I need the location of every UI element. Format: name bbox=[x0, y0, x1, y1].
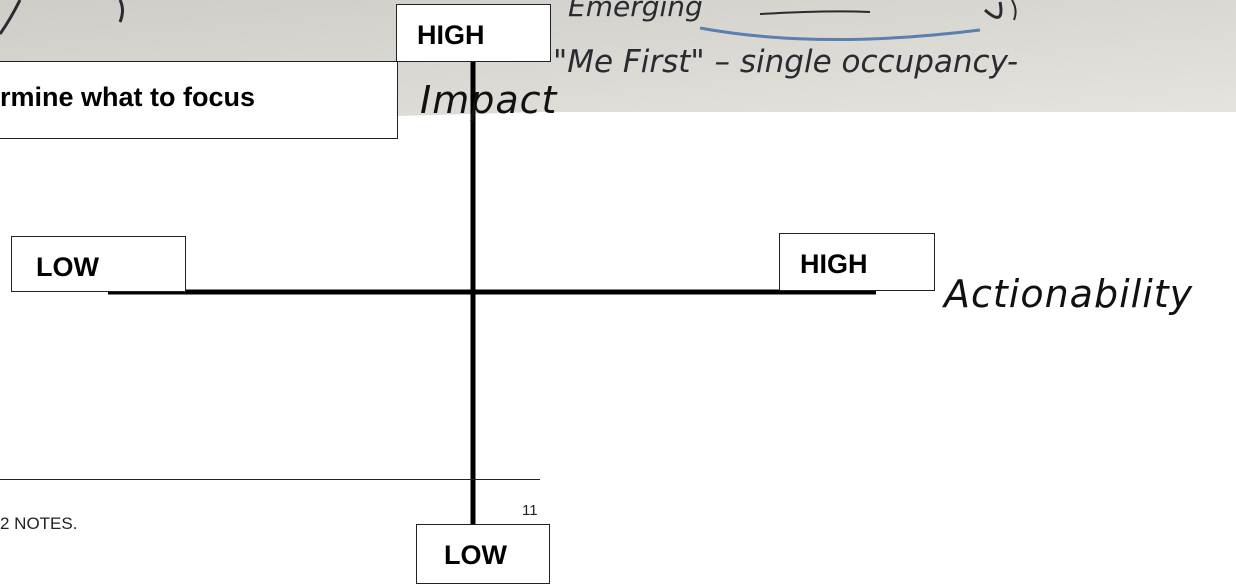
blue-marker-stroke bbox=[699, 26, 981, 42]
impact-high-label: HIGH bbox=[396, 4, 551, 62]
actionability-low-text: LOW bbox=[36, 252, 99, 282]
page-number: 11 bbox=[522, 502, 538, 519]
actionability-high-label: HIGH bbox=[779, 233, 935, 291]
handwriting-line-2: "Me First" – single occupancy- bbox=[553, 44, 1018, 80]
actionability-low-label: LOW bbox=[11, 236, 186, 292]
actionability-high-text: HIGH bbox=[800, 249, 868, 279]
impact-low-text: LOW bbox=[444, 540, 507, 570]
focus-title-box: ermine what to focus bbox=[0, 61, 398, 139]
horizontal-axis-title: Actionability bbox=[944, 272, 1194, 316]
focus-title-text: ermine what to focus bbox=[0, 82, 256, 112]
footer-divider bbox=[0, 479, 540, 480]
handwriting-line-1: Emerging bbox=[568, 0, 703, 23]
impact-high-text: HIGH bbox=[417, 20, 485, 50]
impact-low-label: LOW bbox=[416, 524, 550, 584]
footer-notes: 2 NOTES. bbox=[0, 514, 78, 533]
vertical-axis-title: Impact bbox=[420, 78, 558, 122]
